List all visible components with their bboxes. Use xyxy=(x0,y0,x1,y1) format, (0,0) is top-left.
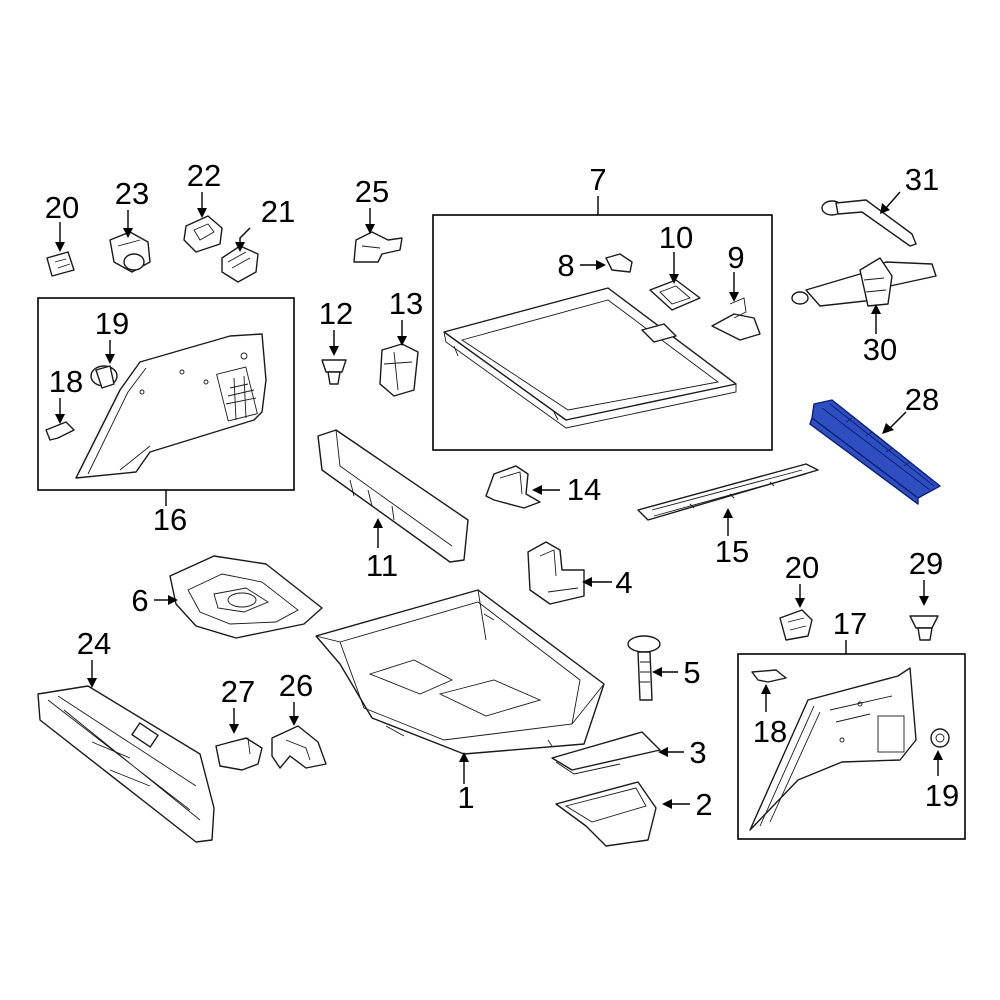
part-1-trunk-tub[interactable] xyxy=(315,589,605,755)
part-13-bracket[interactable] xyxy=(379,343,419,397)
callout-4: 4 xyxy=(615,565,632,600)
callout-15: 15 xyxy=(715,534,749,569)
callout-21: 21 xyxy=(261,194,295,229)
callout-26: 26 xyxy=(279,668,313,703)
callout-28: 28 xyxy=(905,382,939,417)
callout-10: 10 xyxy=(659,220,693,255)
part-22-seal[interactable] xyxy=(183,215,223,253)
callout-19-right: 19 xyxy=(925,778,959,813)
part-28-highlighted-panel[interactable] xyxy=(809,399,941,505)
part-31-lug-wrench[interactable] xyxy=(821,199,917,247)
callout-25: 25 xyxy=(355,174,389,209)
callout-7: 7 xyxy=(589,162,606,197)
part-29-clip[interactable] xyxy=(909,615,939,641)
part-18-clip[interactable] xyxy=(45,421,75,441)
callout-13: 13 xyxy=(389,286,423,321)
part-10-handle[interactable] xyxy=(649,279,701,311)
part-9-hook[interactable] xyxy=(711,297,761,341)
part-14-bracket[interactable] xyxy=(485,465,541,509)
callout-8: 8 xyxy=(557,248,574,283)
part-16-left-trim-panel[interactable] xyxy=(75,333,267,479)
part-11-partition[interactable] xyxy=(317,429,469,563)
part-25-bracket[interactable] xyxy=(353,231,403,263)
part-12-clip[interactable] xyxy=(321,359,347,385)
callout-31: 31 xyxy=(905,162,939,197)
part-8-clip[interactable] xyxy=(605,253,633,273)
part-23-grommet[interactable] xyxy=(109,231,151,273)
callout-19-left: 19 xyxy=(95,306,129,341)
part-6-tire-well-insert[interactable] xyxy=(169,555,323,639)
part-27-handle[interactable] xyxy=(215,737,263,771)
part-19-push-clip-right[interactable] xyxy=(930,728,950,748)
callout-17: 17 xyxy=(833,606,867,641)
callout-2: 2 xyxy=(695,787,712,822)
callout-6: 6 xyxy=(131,583,148,618)
callout-20-right: 20 xyxy=(785,550,819,585)
part-4-bracket[interactable] xyxy=(527,541,585,605)
callout-18-left: 18 xyxy=(49,364,83,399)
part-24-tonneau-cover[interactable] xyxy=(37,685,215,843)
group-box-7 xyxy=(432,214,773,451)
part-30-jack[interactable] xyxy=(791,257,937,307)
callout-labels: 20 23 22 21 25 7 8 10 9 31 30 28 19 18 1… xyxy=(45,158,959,822)
part-3-cover[interactable] xyxy=(551,731,661,775)
callout-11: 11 xyxy=(366,548,398,583)
callout-30: 30 xyxy=(863,332,897,367)
callout-20-top: 20 xyxy=(45,190,79,225)
part-26-latch[interactable] xyxy=(271,725,327,769)
callout-22: 22 xyxy=(187,158,221,193)
part-17-right-trim-panel[interactable] xyxy=(749,667,917,831)
callout-3: 3 xyxy=(689,735,706,770)
part-20-clip-right[interactable] xyxy=(779,609,813,641)
callout-29: 29 xyxy=(909,546,943,581)
group-box-17 xyxy=(737,653,966,840)
callout-18-right: 18 xyxy=(753,714,787,749)
callout-5: 5 xyxy=(683,655,700,690)
callout-16: 16 xyxy=(153,502,187,537)
part-7-floor-panel[interactable] xyxy=(443,287,737,429)
part-15-rail[interactable] xyxy=(637,463,819,521)
callout-14: 14 xyxy=(567,472,601,507)
callout-23: 23 xyxy=(115,176,149,211)
callout-27: 27 xyxy=(221,674,255,709)
callout-24: 24 xyxy=(77,626,111,661)
part-5-bolt[interactable] xyxy=(627,635,661,701)
callout-12: 12 xyxy=(319,296,353,331)
part-20-clip-top[interactable] xyxy=(46,251,75,277)
part-19-push-clip[interactable] xyxy=(90,365,118,389)
callout-1: 1 xyxy=(457,780,474,815)
part-18-clip-right[interactable] xyxy=(751,669,787,683)
part-2-tray[interactable] xyxy=(555,781,657,847)
callout-9: 9 xyxy=(727,240,744,275)
leader-lines xyxy=(55,191,943,809)
